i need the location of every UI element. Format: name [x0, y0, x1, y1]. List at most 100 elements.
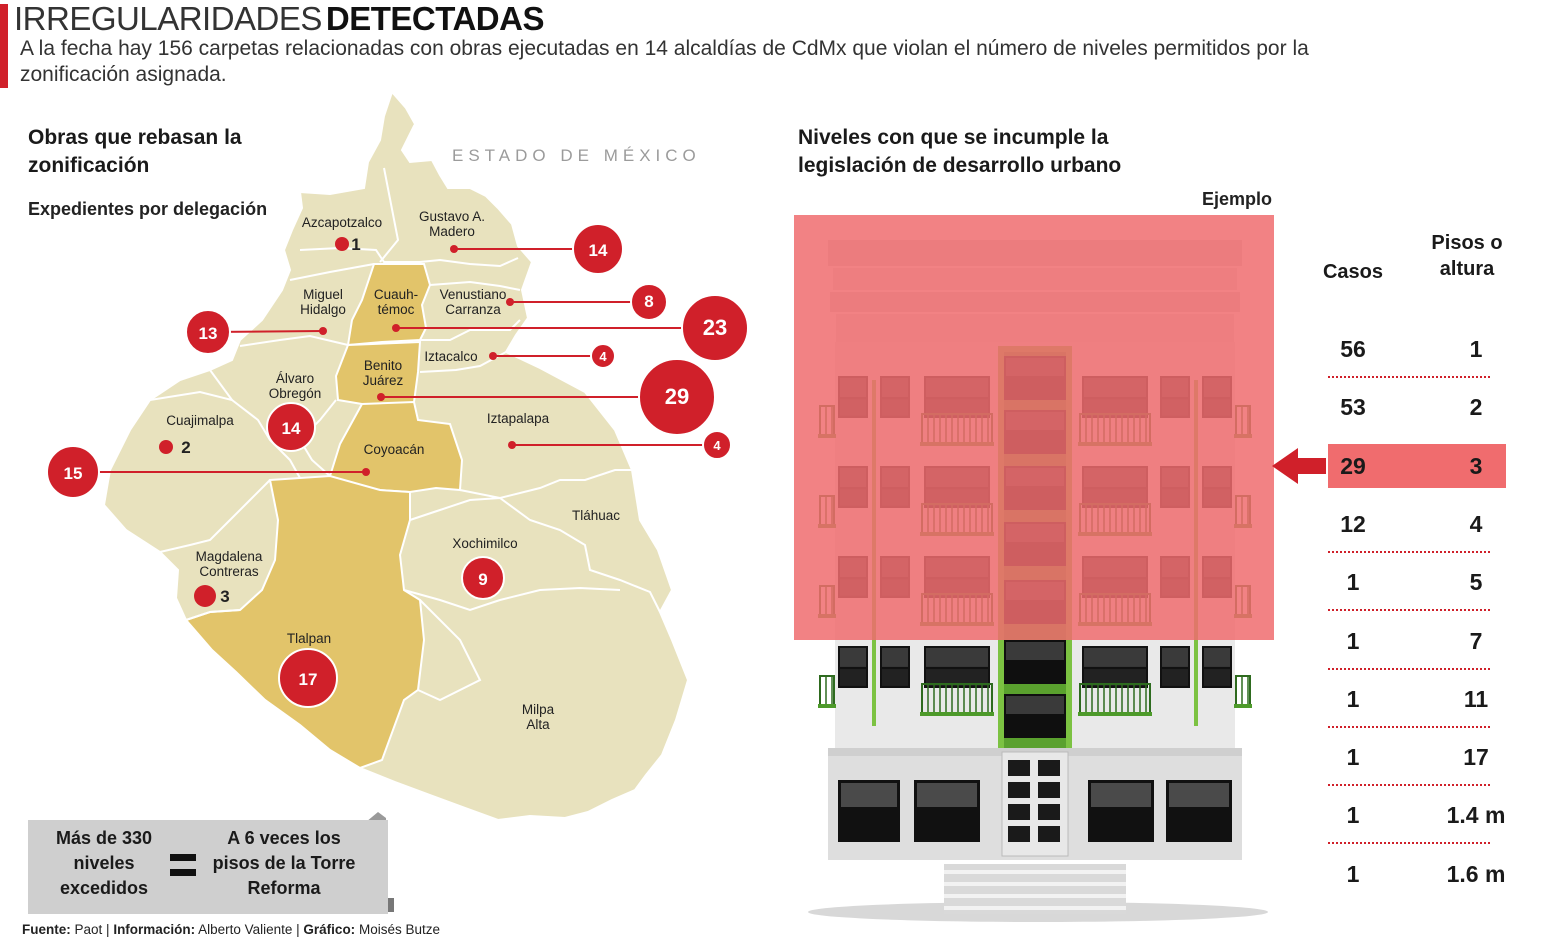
- alvaro-obregon-case-count: 14: [282, 419, 301, 438]
- side-balcony: [818, 675, 836, 708]
- cases-cell: 1: [1346, 802, 1360, 829]
- map-heading: Obras que rebasan la zonificación: [28, 126, 242, 177]
- estado-de-mexico-label: ESTADO DE MÉXICO: [452, 146, 701, 165]
- cases-cell: 12: [1340, 510, 1366, 537]
- iztapalapa-label: Iztapalapa: [487, 411, 550, 426]
- map-borders: [149, 167, 661, 702]
- equivalence-left: Más de 330 niveles excedidos: [55, 828, 153, 898]
- page-subtitle: A la fecha hay 156 carpetas relacionadas…: [20, 37, 1309, 86]
- coyoacan-case-marker: [46, 445, 100, 499]
- row-divider: [1328, 784, 1490, 787]
- benito-juarez-case-marker: [638, 358, 716, 436]
- cases-cell: 1: [1346, 569, 1360, 596]
- iztacalco-label: Iztacalco: [424, 349, 477, 364]
- venustiano-carranza-case-marker: [630, 283, 668, 321]
- floors-cell: 5: [1469, 569, 1483, 596]
- row-divider: [1328, 842, 1490, 845]
- floors-cell: 17: [1463, 744, 1489, 771]
- iztapalapa-point: [508, 441, 516, 449]
- iztapalapa-case-marker: [702, 430, 732, 460]
- equivalence-box: [28, 820, 388, 914]
- cuauh-temoc-case-count: 23: [703, 315, 727, 340]
- coyoacan-case-count: 15: [64, 464, 83, 483]
- example-label: Ejemplo: [1202, 189, 1273, 209]
- row-divider: [1328, 725, 1490, 728]
- levels-table-row: 1 1.6 m: [1328, 852, 1506, 896]
- miguel-hidalgo-case-count: 13: [199, 324, 218, 343]
- cuauh-temoc-label: Cuauh-témoc: [374, 287, 418, 317]
- door-pane: [1038, 804, 1060, 820]
- azcapotzalco-label: Azcapotzalco: [302, 215, 382, 230]
- floors-cell: 3: [1469, 452, 1483, 479]
- window: [1202, 646, 1232, 688]
- tlalpan-label: Tlalpan: [287, 631, 331, 646]
- row-divider: [1328, 609, 1490, 612]
- balcony: [920, 683, 994, 716]
- cases-cell: 1: [1346, 860, 1360, 887]
- magdalena-contreras-case-marker: [194, 585, 216, 607]
- door-pane: [1008, 826, 1030, 842]
- floors-cell: 4: [1469, 510, 1483, 537]
- col-floors-header: Pisos o altura: [1431, 232, 1503, 280]
- iztacalco-case-marker: [590, 343, 616, 369]
- levels-table-row: 1 1.4 m: [1328, 793, 1506, 837]
- alvaro-obregon-case-marker: [266, 402, 316, 452]
- floors-cell: 7: [1469, 627, 1483, 654]
- levels-table-row: 1 17: [1328, 735, 1506, 779]
- floors-cell: 1.6 m: [1446, 860, 1506, 887]
- shop-window: [1166, 780, 1232, 842]
- credits: Fuente: Paot | Información: Alberto Vali…: [22, 922, 440, 937]
- miguel-hidalgo-point: [319, 327, 327, 335]
- door-pane: [1008, 782, 1030, 798]
- floors-cell: 11: [1463, 685, 1489, 712]
- floors-cell: 1.4 m: [1446, 802, 1506, 829]
- door-pane: [1008, 760, 1030, 776]
- xochimilco-case-count: 9: [478, 570, 487, 589]
- coyoacan-point: [362, 468, 370, 476]
- stair-window: [1004, 640, 1066, 684]
- azcapotzalco-case-marker: [335, 237, 349, 251]
- map-subheading: Expedientes por delegación: [28, 199, 268, 219]
- cases-cell: 53: [1340, 394, 1366, 421]
- cuajimalpa-case-count: 2: [181, 438, 190, 457]
- magdalena-contreras-case-count: 3: [220, 587, 229, 606]
- cuauh-temoc-case-marker: [681, 294, 749, 362]
- shop-window: [914, 780, 980, 842]
- equivalence-right: A 6 veces los pisos de la Torre Reforma: [212, 828, 356, 898]
- window: [1160, 646, 1190, 688]
- cases-cell: 1: [1346, 744, 1360, 771]
- azcapotzalco-case-count: 1: [351, 235, 360, 254]
- cases-cell: 1: [1346, 627, 1360, 654]
- accent-bar: [0, 4, 8, 88]
- venustiano-carranza-case-count: 8: [644, 292, 653, 311]
- shop-window: [838, 780, 900, 842]
- highlight-arrow: [1272, 448, 1326, 484]
- benito-juarez-case-count: 29: [665, 384, 689, 409]
- window: [924, 646, 990, 688]
- door-pane: [1038, 826, 1060, 842]
- building-illustration: [794, 215, 1326, 922]
- cases-cell: 1: [1346, 685, 1360, 712]
- row-divider: [1328, 376, 1490, 378]
- gustavo-a-madero-point: [450, 245, 458, 253]
- floors-cell: 1: [1469, 336, 1483, 362]
- gustavo-a-madero-case-count: 14: [589, 241, 608, 260]
- window: [1082, 646, 1148, 688]
- door-pane: [1038, 782, 1060, 798]
- iztacalco-point: [489, 352, 497, 360]
- door-pane: [1038, 760, 1060, 776]
- coyoacan-label: Coyoacán: [364, 442, 425, 457]
